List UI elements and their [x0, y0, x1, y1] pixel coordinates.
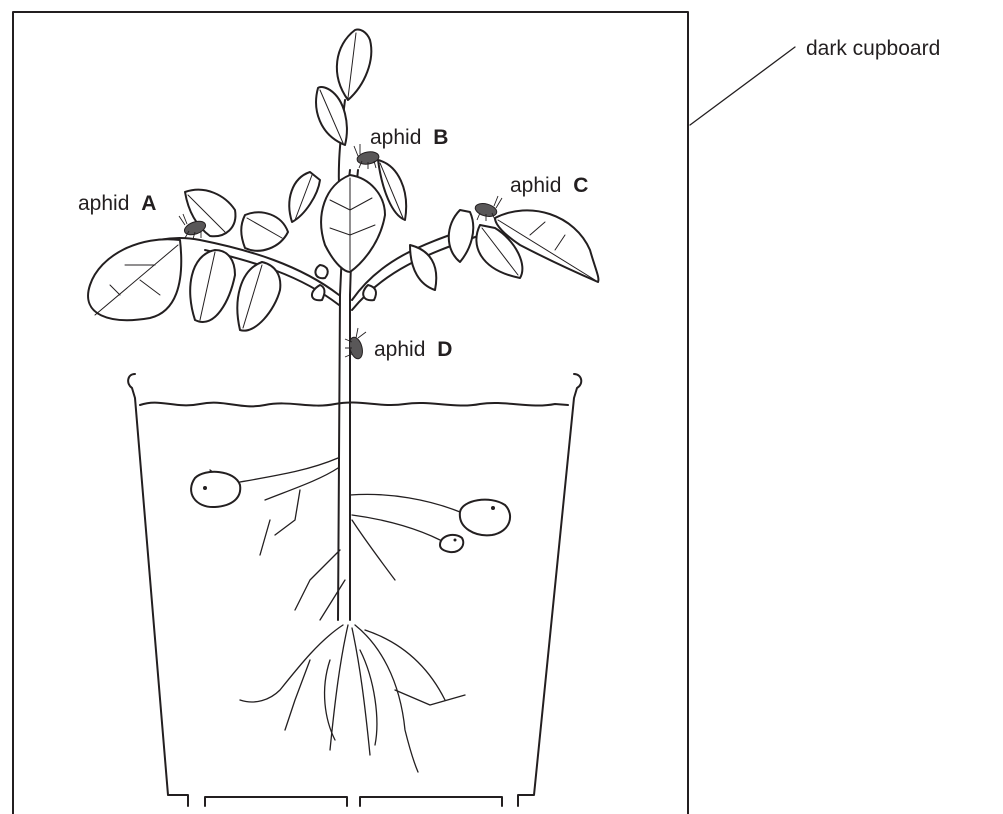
aphid-a-word: aphid [78, 192, 129, 215]
leaf-left-2 [190, 250, 235, 322]
leaf-center-left [289, 172, 320, 222]
leaf-top [337, 29, 371, 100]
aphid-d-word: aphid [374, 338, 425, 361]
leaf-top-2 [316, 87, 347, 145]
aphid-d-letter: D [437, 338, 452, 361]
aphid-b-word: aphid [370, 126, 421, 149]
cupboard-label: dark cupboard [806, 37, 940, 60]
aphid-b-letter: B [433, 126, 448, 149]
leaf-left-large [88, 239, 181, 320]
tuber-left [191, 472, 240, 507]
leaf-center-large [321, 175, 385, 272]
aphid-b-label: aphid B [370, 126, 448, 149]
aphid-c-letter: C [573, 174, 588, 197]
aphid-d-label: aphid D [374, 338, 452, 361]
tuber-small [440, 535, 463, 552]
soil-surface [140, 402, 568, 406]
cupboard-leader-line [690, 47, 795, 125]
plant-pot [128, 374, 581, 806]
leaf-left-4 [241, 212, 288, 250]
tuber-right [460, 500, 510, 536]
aphid-c-word: aphid [510, 174, 561, 197]
aphid-a-label: aphid A [78, 192, 156, 215]
aphid-a-letter: A [141, 192, 156, 215]
aphid-d [345, 328, 366, 360]
leaf-right-1 [410, 245, 436, 290]
aphid-c-label: aphid C [510, 174, 588, 197]
leaf-right-2 [449, 210, 474, 262]
leaf-left-3 [237, 262, 280, 331]
